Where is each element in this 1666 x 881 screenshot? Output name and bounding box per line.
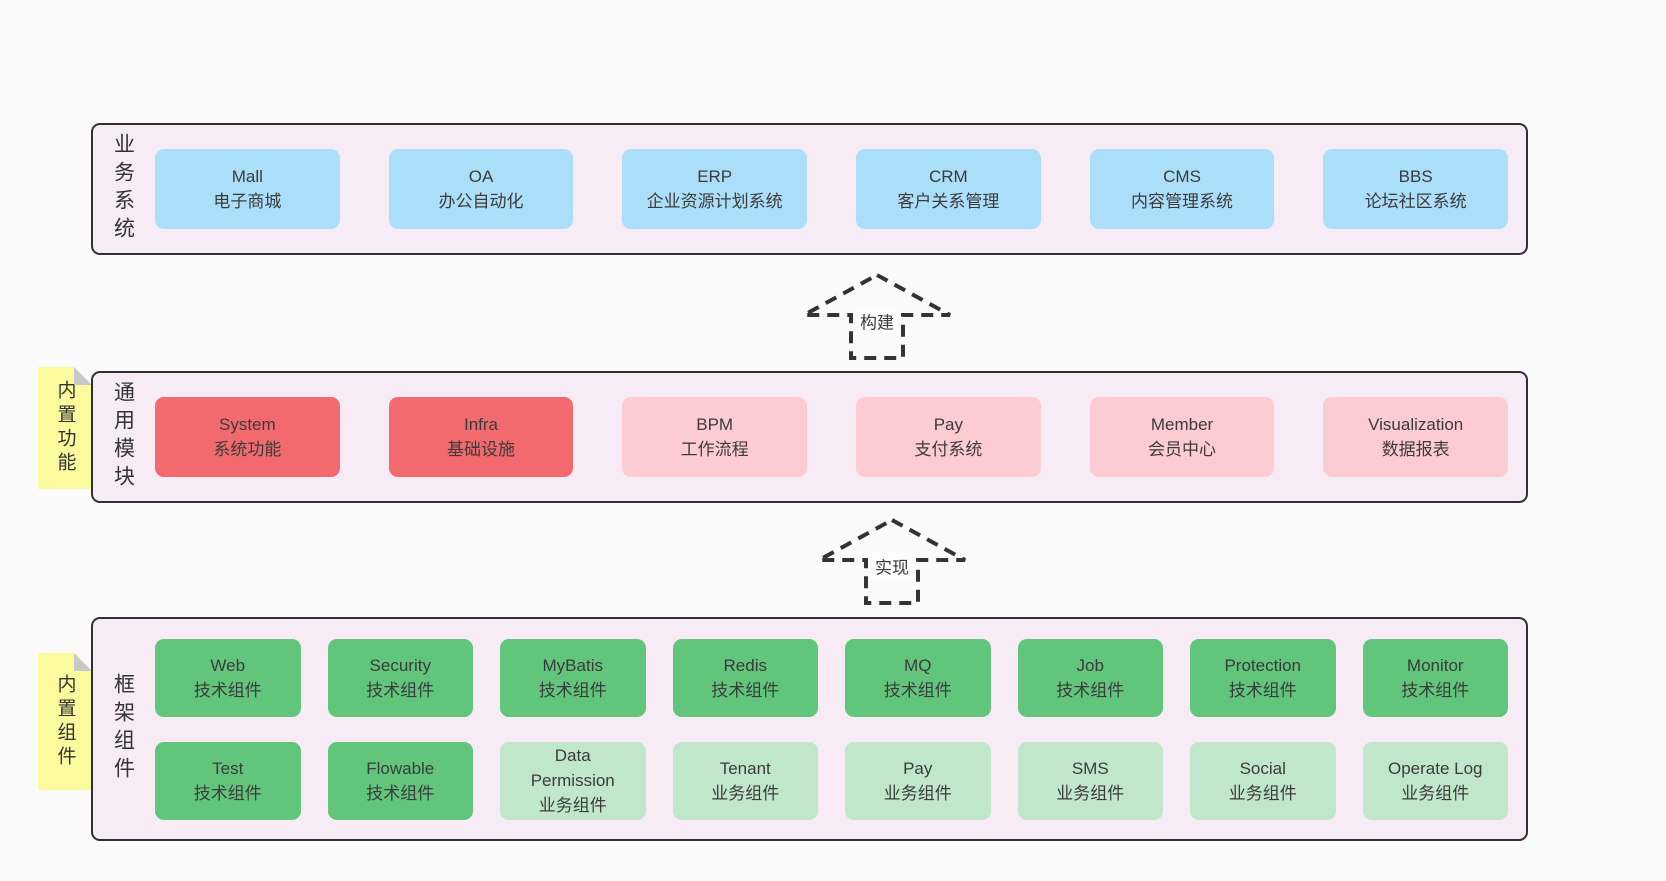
- box-pay-module: Pay 支付系统: [856, 397, 1041, 477]
- box-job: Job 技术组件: [1017, 638, 1163, 717]
- box-tenant: Tenant 业务组件: [672, 741, 818, 820]
- box-sms: SMS 业务组件: [1017, 741, 1163, 820]
- framework-components-label: 框架组件: [111, 673, 135, 785]
- box-bpm: BPM 工作流程: [622, 397, 808, 477]
- box-social: Social 业务组件: [1190, 741, 1336, 820]
- business-systems-label: 业务系统: [111, 133, 135, 245]
- box-monitor: Monitor 技术组件: [1362, 638, 1508, 717]
- business-systems-section: 业务系统 Mall 电子商城 OA 办公自动化 ERP 企业资源计划系统 CRM…: [91, 123, 1528, 255]
- box-operate-log: Operate Log 业务组件: [1362, 741, 1508, 820]
- box-security: Security 技术组件: [327, 638, 473, 717]
- box-crm: CRM 客户关系管理: [856, 149, 1041, 229]
- dashed-up-arrow-icon: [818, 517, 966, 605]
- box-mall: Mall 电子商城: [155, 149, 340, 229]
- build-arrow: 构建: [802, 271, 952, 361]
- framework-components-rows: Web 技术组件 Security 技术组件 MyBatis 技术组件 Redi…: [153, 619, 1526, 839]
- dashed-up-arrow-icon: [803, 272, 951, 360]
- box-oa: OA 办公自动化: [388, 149, 574, 229]
- common-modules-label: 通用模块: [111, 381, 135, 493]
- components-row-1: Web 技术组件 Security 技术组件 MyBatis 技术组件 Redi…: [155, 638, 1508, 717]
- box-infra: Infra 基础设施: [388, 397, 574, 477]
- box-mq: MQ 技术组件: [845, 638, 991, 717]
- common-modules-section: 通用模块 System 系统功能 Infra 基础设施 BPM 工作流程 Pay…: [91, 371, 1528, 503]
- box-redis: Redis 技术组件: [672, 638, 818, 717]
- built-in-components-sticky: 内置组件: [38, 653, 92, 790]
- box-system: System 系统功能: [155, 397, 340, 477]
- box-erp: ERP 企业资源计划系统: [622, 149, 808, 229]
- folded-corner-icon: [74, 653, 92, 671]
- box-data-permission: Data Permission 业务组件: [500, 741, 646, 820]
- implement-arrow: 实现: [817, 516, 967, 606]
- built-in-features-sticky: 内置功能: [38, 367, 92, 489]
- box-bbs: BBS 论坛社区系统: [1323, 149, 1509, 229]
- business-systems-boxes: Mall 电子商城 OA 办公自动化 ERP 企业资源计划系统 CRM 客户关系…: [153, 125, 1526, 253]
- box-flowable: Flowable 技术组件: [327, 741, 473, 820]
- components-row-2: Test 技术组件 Flowable 技术组件 Data Permission …: [155, 741, 1508, 820]
- common-modules-boxes: System 系统功能 Infra 基础设施 BPM 工作流程 Pay 支付系统…: [153, 373, 1526, 501]
- box-protection: Protection 技术组件: [1190, 638, 1336, 717]
- box-test: Test 技术组件: [155, 741, 301, 820]
- box-visualization: Visualization 数据报表: [1323, 397, 1509, 477]
- box-mybatis: MyBatis 技术组件: [500, 638, 646, 717]
- box-member: Member 会员中心: [1089, 397, 1275, 477]
- box-cms: CMS 内容管理系统: [1089, 149, 1275, 229]
- box-web: Web 技术组件: [155, 638, 301, 717]
- folded-corner-icon: [74, 367, 92, 385]
- build-arrow-label: 构建: [857, 307, 897, 335]
- implement-arrow-label: 实现: [872, 552, 912, 580]
- box-pay-component: Pay 业务组件: [845, 741, 991, 820]
- framework-components-section: 框架组件 Web 技术组件 Security 技术组件 MyBatis 技术组件…: [91, 617, 1528, 841]
